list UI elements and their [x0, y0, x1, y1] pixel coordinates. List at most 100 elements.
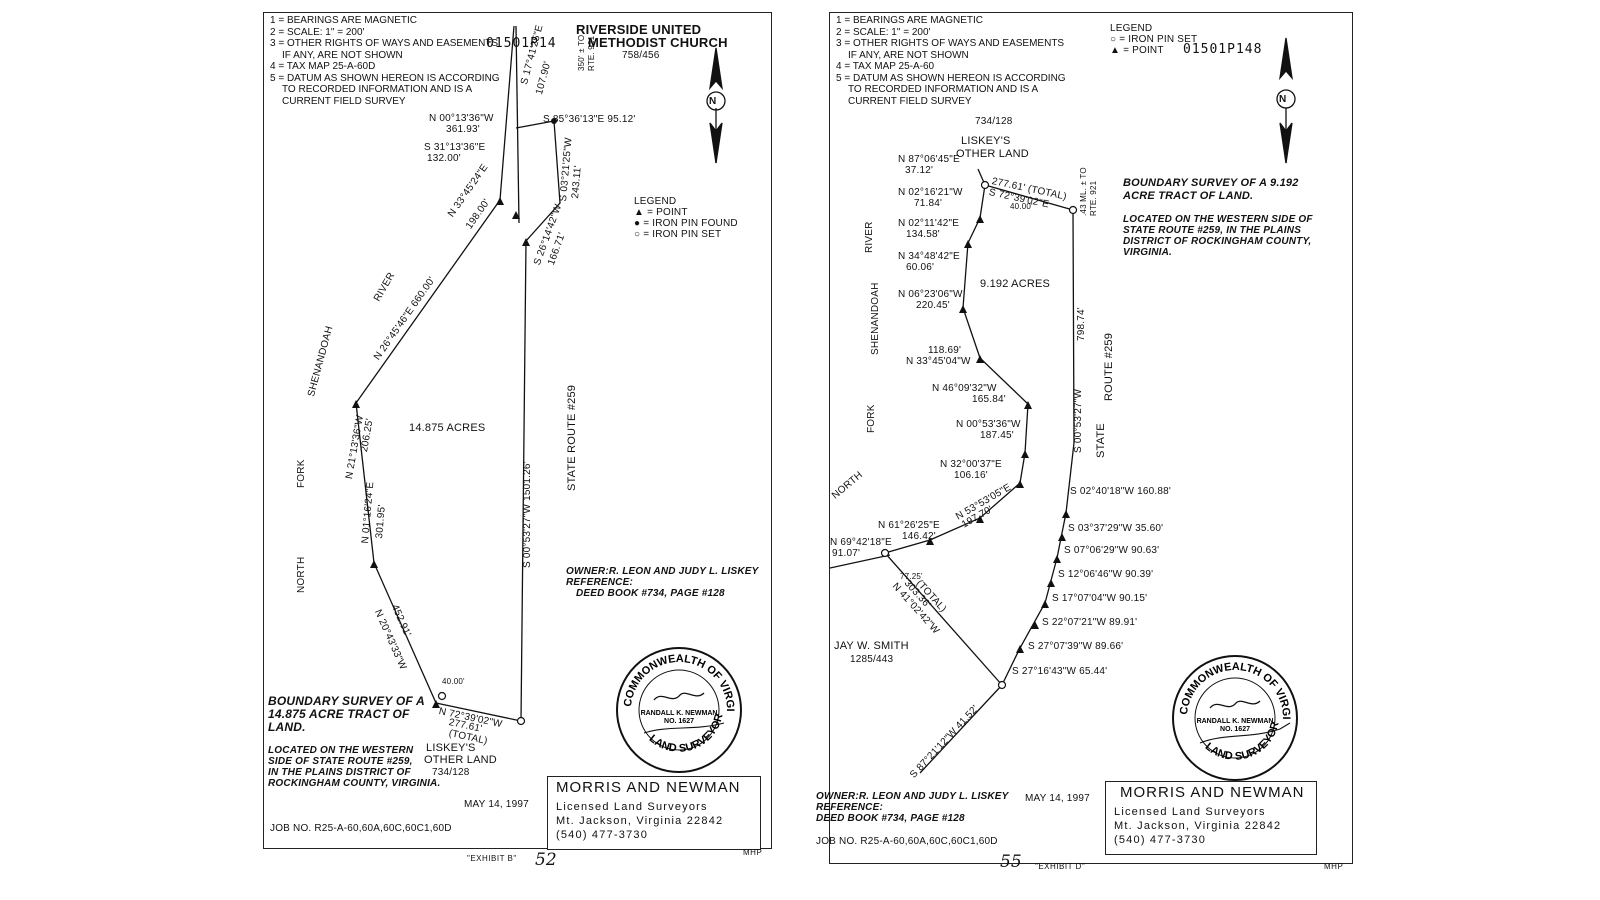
call-label: 220.45' — [916, 300, 950, 311]
legend-item: ▲ = POINT — [1110, 45, 1164, 56]
firm-phone: (540) 477-3730 — [1114, 834, 1207, 846]
owner-line: REFERENCE: — [816, 802, 884, 813]
call-label: S 31°13'36"E — [424, 142, 486, 153]
call-label: 118.69' — [928, 345, 962, 356]
firm-address: Mt. Jackson, Virginia 22842 — [556, 815, 724, 827]
note-line: 1 = BEARINGS ARE MAGNETIC — [836, 15, 983, 26]
signature — [643, 722, 725, 734]
adjoiner-label: LISKEY'S — [426, 742, 476, 754]
call-label: 37.12' — [905, 165, 934, 176]
surveyor-seal: COMMONWEALTH OF VIRGINIA LAND SURVEYOR R… — [1170, 653, 1298, 781]
note-line: CURRENT FIELD SURVEY — [848, 95, 972, 107]
owner-line: DEED BOOK #734, PAGE #128 — [816, 813, 965, 824]
firm-subtitle: Licensed Land Surveyors — [556, 801, 708, 813]
recording-stamp: 01501P148 — [1183, 42, 1263, 57]
firm-phone: (540) 477-3730 — [556, 829, 649, 841]
call-label: N 46°09'32"W — [932, 383, 997, 394]
boundary-title: ACRE TRACT OF LAND. — [1123, 190, 1254, 202]
legend-title: LEGEND — [1110, 23, 1153, 34]
call-label: 146.42' — [902, 531, 936, 542]
owner-line: OWNER:R. LEON AND JUDY L. LISKEY — [816, 791, 1009, 802]
call-label: N 33°45'04"W — [906, 356, 971, 367]
owner-line: REFERENCE: — [566, 577, 634, 588]
survey-sheet-exhibit-b: 1 = BEARINGS ARE MAGNETIC 2 = SCALE: 1" … — [263, 12, 772, 850]
river-label: NORTH — [296, 556, 307, 593]
note-line: TO RECORDED INFORMATION AND IS A — [848, 84, 1039, 95]
signature — [1209, 700, 1261, 709]
firm-subtitle: Licensed Land Surveyors — [1114, 806, 1266, 818]
survey-date: MAY 14, 1997 — [1025, 793, 1090, 804]
firm-address: Mt. Jackson, Virginia 22842 — [1114, 820, 1282, 832]
call-label: N 34°48'42"E — [898, 251, 960, 262]
note-line: 4 = TAX MAP 25-A-60 — [836, 61, 935, 72]
location-line: DISTRICT OF ROCKINGHAM COUNTY, — [1123, 236, 1312, 247]
boundary-title: BOUNDARY SURVEY OF A 9.192 — [1123, 177, 1299, 189]
exhibit-label: "EXHIBIT D" — [1035, 862, 1086, 871]
river-label: FORK — [866, 404, 877, 433]
firm-name: MORRIS AND NEWMAN — [556, 779, 741, 796]
seal-number: NO. 1627 — [1220, 726, 1250, 733]
adjoiner-label: LISKEY'S — [961, 135, 1011, 147]
call-label: S 02°40'18"W 160.88' — [1070, 486, 1171, 497]
signature — [1199, 722, 1291, 744]
note-line: 5 = DATUM AS SHOWN HEREON IS ACCORDING — [836, 72, 1066, 84]
note-line: 5 = DATUM AS SHOWN HEREON IS ACCORDING — [270, 72, 500, 84]
call-label: S 85°36'13"E 95.12' — [543, 114, 636, 125]
call-label: S 12°06'46"W 90.39' — [1058, 569, 1154, 580]
river-label: SHENANDOAH — [870, 282, 881, 355]
call-label: RTE. 921 — [1089, 180, 1098, 216]
call-label: 798.74' — [1076, 307, 1087, 341]
call-label: S 17°07'04"W 90.15' — [1052, 593, 1148, 604]
firm-name: MORRIS AND NEWMAN — [1120, 784, 1305, 801]
call-label: S 07°06'29"W 90.63' — [1064, 545, 1160, 556]
adjoiner-label: OTHER LAND — [424, 754, 497, 766]
note-line: 3 = OTHER RIGHTS OF WAYS AND EASEMENTS — [836, 38, 1065, 49]
river-label: RIVER — [864, 221, 875, 253]
page-number: 52 — [535, 850, 557, 870]
call-label: N 00°13'36"W — [429, 113, 494, 124]
note-line: 4 = TAX MAP 25-A-60D — [270, 61, 376, 72]
adjoiner-label: 734/128 — [432, 767, 470, 778]
legend-item: ○ = IRON PIN SET — [634, 229, 722, 240]
plat-drawing-right — [830, 37, 1296, 774]
call-label: 165.84' — [972, 394, 1006, 405]
legend-title: LEGEND — [634, 196, 677, 207]
owner-line: DEED BOOK #734, PAGE #128 — [576, 588, 725, 599]
call-label: 361.93' — [446, 124, 480, 135]
location-line: VIRGINIA. — [1123, 247, 1173, 258]
note-line: IF ANY, ARE NOT SHOWN — [282, 49, 403, 61]
river-label: FORK — [296, 459, 307, 488]
survey-notes: 1 = BEARINGS ARE MAGNETIC 2 = SCALE: 1" … — [270, 15, 500, 107]
call-label: N 32°00'37"E — [940, 459, 1002, 470]
note-line: CURRENT FIELD SURVEY — [282, 95, 406, 107]
call-label: S 27°16'43"W 65.44' — [1012, 666, 1108, 677]
location-line: STATE ROUTE #259, IN THE PLAINS — [1123, 225, 1302, 236]
signature — [653, 692, 705, 701]
call-label: S 00°53'27"W — [1073, 388, 1084, 453]
road-label: STATE ROUTE #259 — [566, 384, 578, 491]
call-label: N 87°06'45"E — [898, 154, 960, 165]
survey-sheet-exhibit-d: 1 = BEARINGS ARE MAGNETIC 2 = SCALE: 1" … — [816, 12, 1353, 864]
adjoiner-label: JAY W. SMITH — [834, 640, 909, 652]
church-name-2: METHODIST CHURCH — [588, 35, 728, 50]
road-label: ROUTE #259 — [1103, 332, 1115, 401]
boundary-title: LAND. — [268, 720, 306, 734]
call-label: 40.00' — [1010, 202, 1033, 211]
call-label: N 02°11'42"E — [898, 218, 960, 229]
call-label: RTE. 921 — [587, 35, 596, 71]
seal-number: NO. 1627 — [664, 718, 694, 725]
location-line: SIDE OF STATE ROUTE #259, — [268, 756, 413, 767]
call-label: 77.25' — [900, 572, 923, 581]
location-line: ROCKINGHAM COUNTY, VIRGINIA. — [268, 778, 441, 789]
location-line: LOCATED ON THE WESTERN — [268, 745, 414, 756]
boundary-title: BOUNDARY SURVEY OF A — [268, 694, 425, 708]
legend-item: ▲ = POINT — [634, 207, 688, 218]
call-label: 106.16' — [954, 470, 988, 481]
call-label: S 03°37'29"W 35.60' — [1068, 523, 1164, 534]
legend-item: ● = IRON PIN FOUND — [634, 218, 738, 229]
adjoiner-ref: 734/128 — [975, 116, 1013, 127]
drafter-initials: MHP — [743, 848, 763, 857]
survey-date: MAY 14, 1997 — [464, 799, 529, 810]
call-label: S 00°53'27"W 1501.26' — [522, 461, 533, 568]
acreage-label: 9.192 ACRES — [980, 278, 1051, 290]
